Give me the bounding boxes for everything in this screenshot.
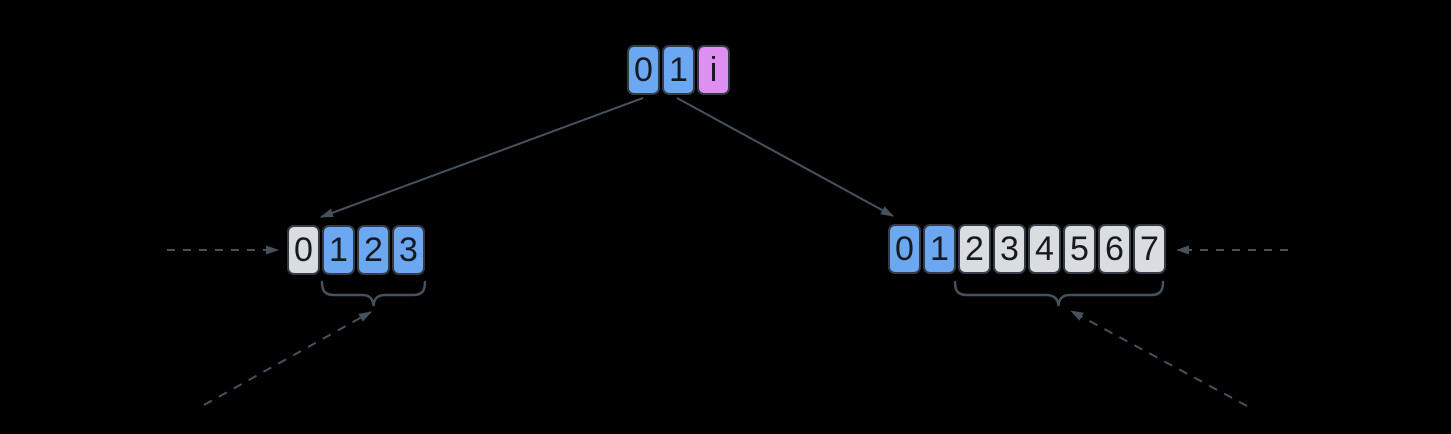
cell-label: 3	[399, 231, 418, 269]
cell-label: 1	[669, 51, 688, 89]
cell-label: 2	[364, 231, 383, 269]
right-array-cell-1: 1	[923, 224, 956, 274]
cell-label: 7	[1140, 230, 1159, 268]
cell-label: 0	[294, 231, 313, 269]
right-range-brace	[953, 280, 1165, 307]
right-array-cell-4: 4	[1028, 224, 1061, 274]
top-array-cell-2: i	[697, 45, 730, 95]
cell-label: 4	[1035, 230, 1054, 268]
right-array-cell-6: 6	[1098, 224, 1131, 274]
right-array-cell-7: 7	[1133, 224, 1166, 274]
right-brace-dashed-arrow	[1070, 310, 1248, 407]
left-array-cell-0: 0	[287, 225, 320, 275]
top-array-cell-0: 0	[627, 45, 660, 95]
cell-label: 6	[1105, 230, 1124, 268]
edge-top-to-left-subarray	[320, 97, 644, 218]
right-array-cell-3: 3	[993, 224, 1026, 274]
cell-label: 3	[1000, 230, 1019, 268]
top-array-cell-1: 1	[662, 45, 695, 95]
cell-label: 1	[930, 230, 949, 268]
cell-label: i	[709, 51, 718, 89]
right-array-cell-2: 2	[958, 224, 991, 274]
right-array-cell-5: 5	[1063, 224, 1096, 274]
cell-label: 2	[965, 230, 984, 268]
left-array-cell-3: 3	[392, 225, 425, 275]
cell-label: 5	[1070, 230, 1089, 268]
left-range-brace	[320, 280, 427, 307]
cell-label: 0	[895, 230, 914, 268]
left-array-cell-2: 2	[357, 225, 390, 275]
cell-label: 0	[634, 51, 653, 89]
right-array-cell-0: 0	[888, 224, 921, 274]
left-array-cell-1: 1	[322, 225, 355, 275]
cell-label: 1	[329, 231, 348, 269]
edge-top-to-right-subarray	[676, 97, 894, 217]
left-brace-dashed-arrow	[203, 311, 372, 406]
